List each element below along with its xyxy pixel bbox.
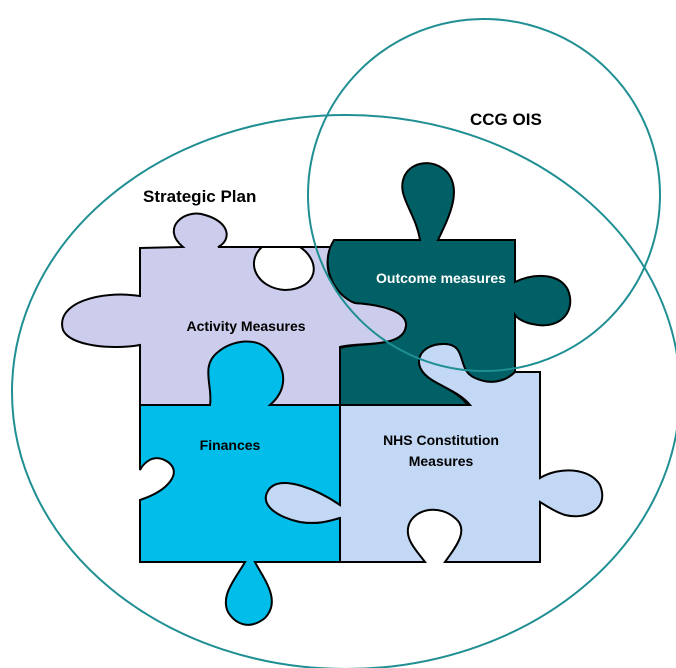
nhs-constitution-label-line1: NHS Constitution [383, 432, 499, 448]
outcome-measures-label: Outcome measures [376, 270, 506, 286]
nhs-constitution-label-line2: Measures [409, 453, 474, 469]
activity-measures-label: Activity Measures [186, 318, 305, 334]
nhs-constitution-piece [264, 342, 604, 563]
strategic-plan-label: Strategic Plan [143, 187, 256, 206]
strategic-plan-circle [11, 114, 676, 668]
finances-label: Finances [200, 437, 261, 453]
ccg-ois-circle [307, 18, 661, 372]
ccg-ois-label: CCG OIS [470, 110, 542, 129]
